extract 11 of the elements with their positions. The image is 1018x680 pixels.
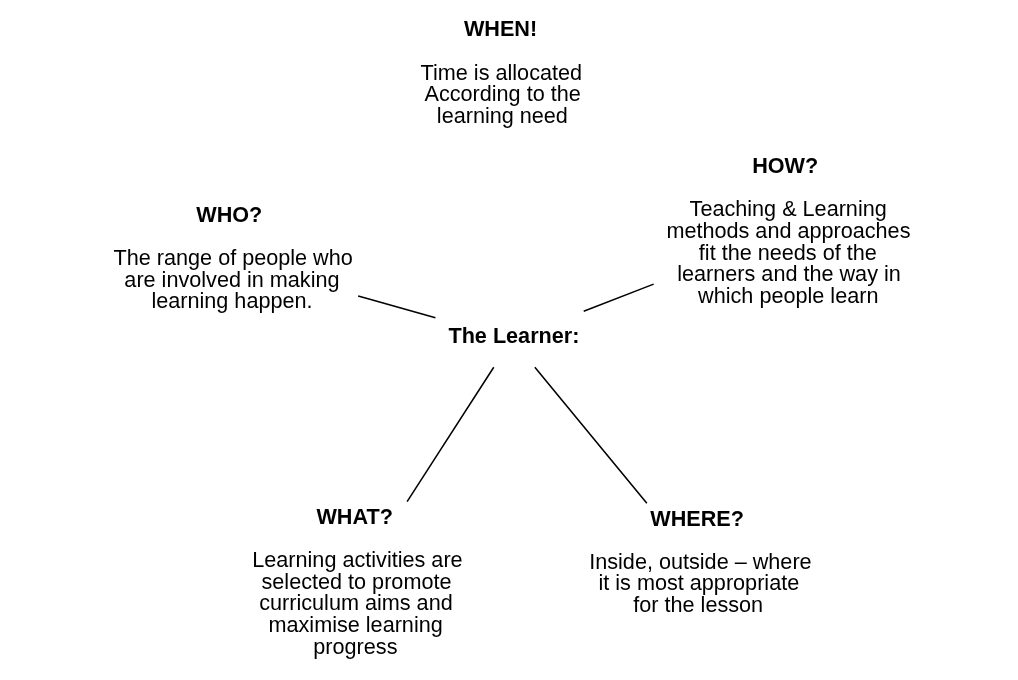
node-text: WHO? The range of people who are involved in making learning happen.	[113, 201, 353, 314]
connector	[582, 283, 655, 313]
node-text: The Learner:	[448, 323, 580, 349]
connector	[406, 366, 495, 503]
connector	[534, 366, 648, 505]
connector	[357, 295, 437, 319]
label: Time is allocated According to the learning need	[420, 59, 583, 128]
node-text: WHERE? Inside, outside – where it is most appropriate for the lesson	[589, 505, 812, 618]
node-text: WHAT? Learning activities are selected to promote curriculum aims and maximise learning progress	[252, 503, 463, 659]
label: WHEN!	[463, 16, 538, 42]
node-text: HOW? Teaching & Learning methods and approaches fit the needs of the learners and the way in which people learn	[666, 152, 911, 308]
